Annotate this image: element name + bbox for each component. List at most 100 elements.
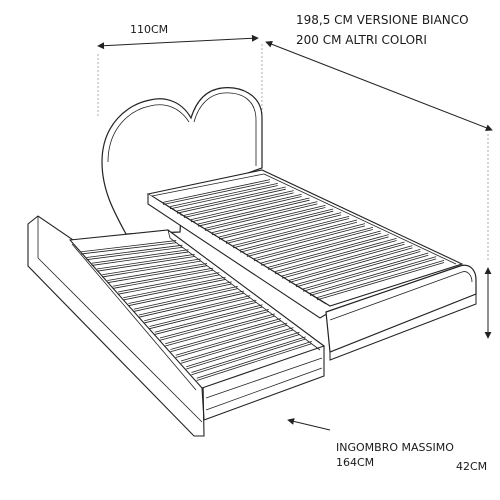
slat-edge [86, 246, 183, 261]
upper-bed-slats [162, 179, 445, 301]
slat [128, 281, 232, 304]
slat-edge [102, 260, 201, 278]
slat [81, 240, 177, 253]
slat [204, 201, 318, 229]
slat-edge [190, 196, 302, 223]
slat-edge [204, 203, 318, 231]
heart-headboard-edge-right [193, 92, 257, 166]
slat [144, 295, 251, 322]
slat [159, 308, 269, 339]
slat [191, 336, 306, 373]
slat [102, 258, 201, 276]
slat-edge [117, 274, 220, 295]
slat-edge [183, 192, 294, 218]
slat-edge [169, 185, 278, 210]
slat-edge [176, 188, 286, 214]
slat [149, 299, 257, 327]
slat-edge [197, 199, 310, 227]
trundle-bed-slats [81, 240, 312, 381]
slat-edge [288, 247, 413, 283]
slat [253, 226, 373, 260]
slat-edge [186, 334, 300, 370]
slat-edge [159, 311, 269, 341]
slat-edge [170, 320, 282, 353]
slat-edge [112, 269, 214, 289]
slat-edge [165, 315, 275, 347]
heart-headboard-edge [107, 104, 190, 163]
width-label: 110CM [130, 23, 169, 36]
slat-edge [196, 343, 312, 381]
slat-edge [253, 229, 373, 262]
slat-edge [302, 254, 429, 292]
slat [302, 252, 429, 290]
length-label-line1: 198,5 CM VERSIONE BIANCO [296, 13, 469, 27]
pullout-label-line1: INGOMBRO MASSIMO [336, 441, 454, 454]
slat-edge [107, 265, 208, 284]
slat-edge [218, 210, 334, 240]
slat [218, 208, 334, 238]
slat [267, 234, 389, 268]
slat-edge [162, 181, 270, 205]
slat [112, 267, 214, 287]
slat-edge [133, 288, 238, 312]
slat-edge [144, 297, 251, 324]
slat-edge [309, 258, 437, 296]
slat-edge [123, 279, 226, 301]
slat [197, 197, 310, 225]
slat [183, 190, 294, 216]
slat [186, 331, 300, 368]
pullout-label-line2: 164CM [336, 456, 375, 469]
height-label: 42CM [456, 460, 488, 473]
slat [196, 341, 312, 379]
slat-edge [246, 225, 366, 257]
slat [288, 245, 413, 281]
slat-edge [191, 338, 306, 376]
slat-edge [128, 283, 232, 307]
footboard [325, 264, 477, 353]
slat-edge [274, 240, 397, 275]
slat-edge [211, 207, 326, 236]
slat [165, 313, 275, 345]
slat [175, 322, 288, 356]
pullout-dimension [287, 418, 331, 431]
slat [260, 230, 381, 264]
slat-edge [154, 306, 263, 335]
slat [117, 272, 220, 293]
slat [232, 215, 350, 247]
length-dimension [265, 40, 493, 262]
slat-edge [138, 292, 245, 318]
slat [281, 241, 405, 277]
footboard-top-edge [329, 271, 473, 321]
slat [86, 244, 183, 258]
slat-edge [180, 329, 294, 364]
slat-edge [316, 262, 445, 301]
slat-edge [91, 251, 189, 266]
slat [274, 237, 397, 273]
slat-edge [81, 242, 177, 255]
slat [316, 259, 445, 299]
slat [246, 223, 366, 255]
slat-edge [232, 218, 350, 249]
slat-edge [260, 232, 381, 266]
slat [190, 193, 302, 221]
slat-edge [239, 221, 358, 253]
slat-edge [281, 243, 405, 279]
heart-headboard [101, 87, 263, 235]
slat-edge [175, 324, 288, 358]
slat [176, 186, 286, 212]
slat [169, 182, 278, 208]
slat-edge [267, 236, 389, 270]
trundle-side-panel-inner [37, 216, 203, 423]
slat [225, 212, 342, 242]
slat [133, 286, 238, 310]
slat-edge [295, 251, 421, 288]
slat [309, 256, 437, 294]
slat [154, 304, 263, 333]
slat [162, 179, 270, 203]
slat [211, 204, 326, 234]
slat [107, 263, 208, 281]
slat-edge [149, 301, 257, 330]
footboard-side [329, 294, 477, 361]
slat [91, 249, 189, 264]
